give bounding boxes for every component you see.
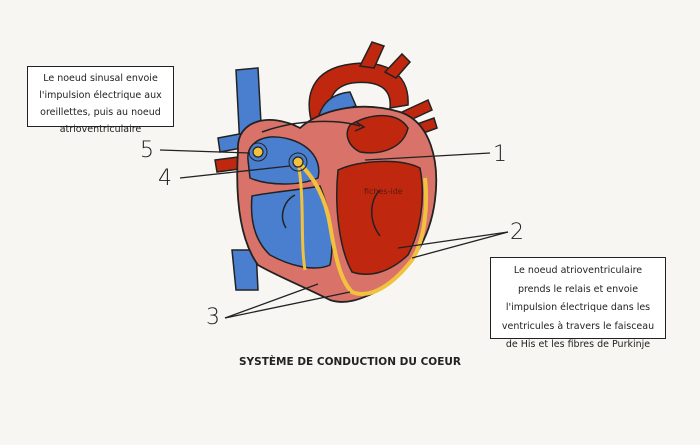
pointer-3b: [224, 291, 351, 319]
pointer-1: [364, 152, 491, 161]
left-ventricle: [336, 160, 424, 275]
aorta-branch: [383, 52, 412, 79]
flow-arrow: [261, 120, 361, 133]
label-3: 3: [206, 305, 220, 330]
av-node: [292, 156, 304, 168]
sinus-node: [252, 146, 264, 158]
callout-sinus-node: Le noeud sinusal envoie l'impulsion élec…: [27, 66, 174, 135]
aorta: [308, 62, 409, 141]
aorta-branch: [358, 41, 386, 69]
purkinje-fibers: [296, 161, 307, 271]
left-atrium: [346, 114, 409, 154]
label-1: 1: [493, 142, 507, 167]
label-4: 4: [158, 166, 172, 191]
pointer-5: [159, 149, 251, 154]
inner-watermark-label: fiches-ide: [364, 187, 403, 196]
label-2: 2: [510, 220, 524, 245]
flow-arrow: [371, 189, 381, 237]
pointer-2b: [411, 231, 509, 259]
pointer-3a: [224, 283, 319, 319]
pointer-2a: [397, 231, 509, 249]
bundle-of-his: [296, 160, 429, 296]
label-5: 5: [140, 138, 154, 163]
pointer-4: [179, 165, 291, 179]
diagram-caption: SYSTÈME DE CONDUCTION DU COEUR: [238, 356, 461, 368]
inferior-vena-cava: [231, 249, 259, 291]
callout-av-node: Le noeud atrioventriculaire prends le re…: [490, 257, 666, 350]
right-atrium: [247, 136, 320, 185]
flow-arrow: [281, 194, 296, 229]
